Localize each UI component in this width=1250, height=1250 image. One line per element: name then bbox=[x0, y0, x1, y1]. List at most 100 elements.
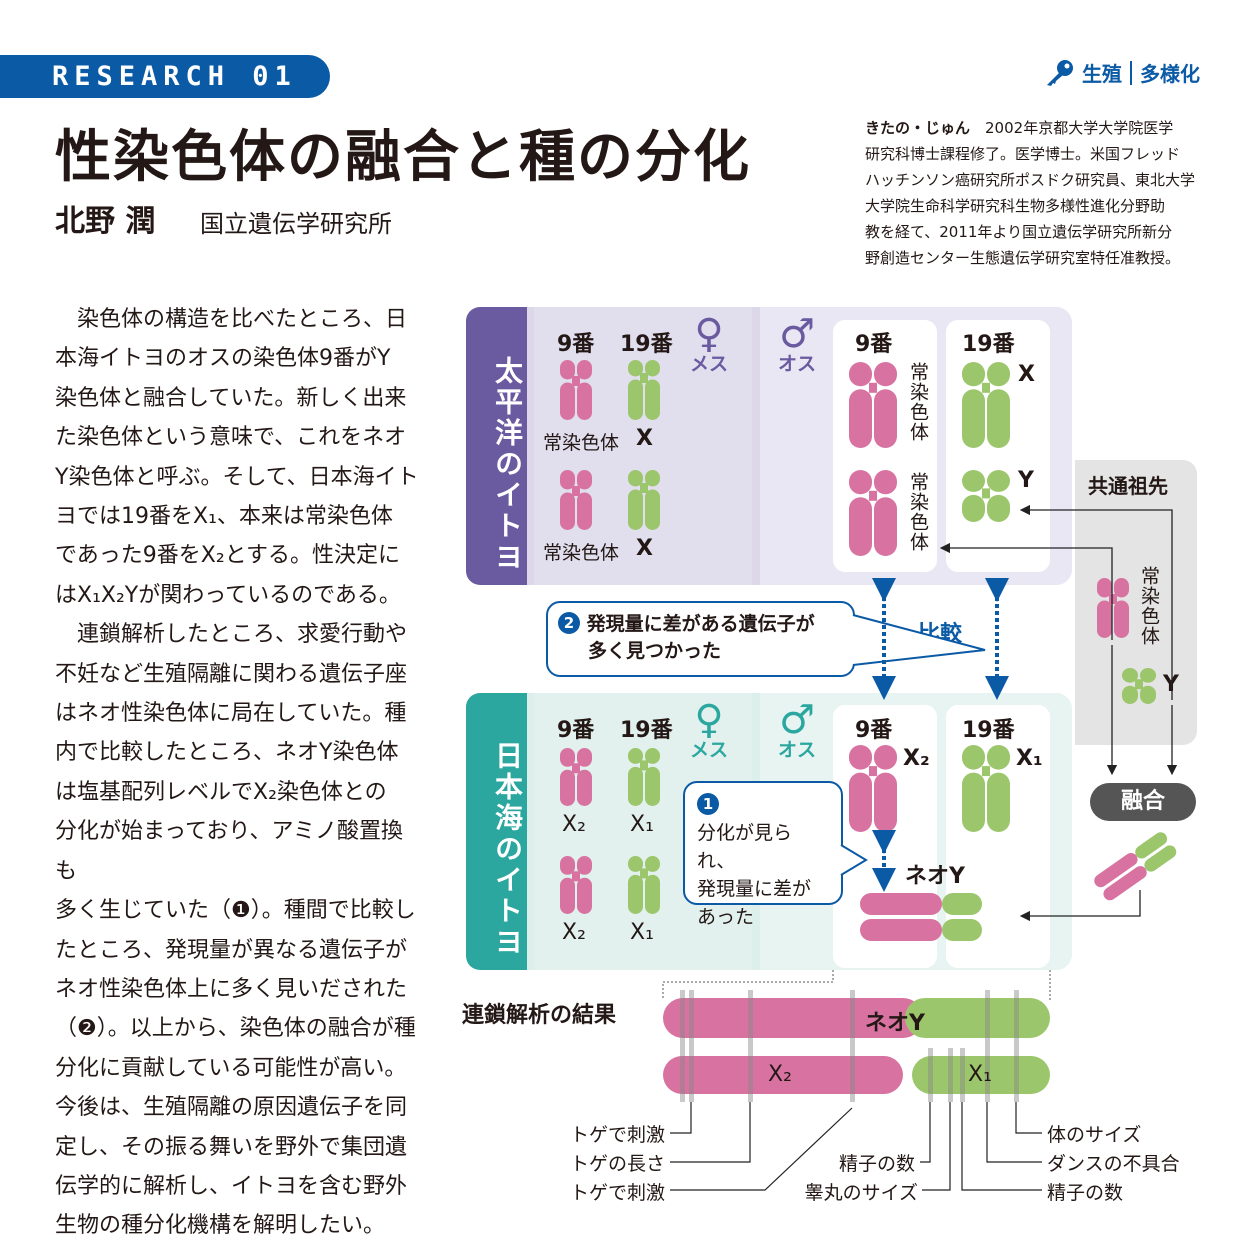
body-line: 染色体の構造を比べたところ、日 bbox=[55, 307, 408, 332]
body-line: た染色体という意味で、これをネオ bbox=[55, 425, 407, 451]
body-line: はネオ性染色体に局在していた。種 bbox=[55, 701, 407, 727]
female-marker: ♀メス bbox=[690, 311, 729, 375]
qtl-leader-lines bbox=[670, 1102, 1042, 1191]
label-chr9: 9番 bbox=[557, 718, 595, 743]
label-chr19: 19番 bbox=[962, 718, 1015, 743]
callout-line: 分化が見られ、 bbox=[697, 822, 793, 872]
author-name: 北野 潤 bbox=[55, 204, 156, 239]
bio-line: 野創造センター生態遺伝学研究室特任准教授。 bbox=[865, 249, 1181, 267]
callout-line: あった bbox=[697, 906, 755, 928]
linkage-neo-y-label: ネオY bbox=[865, 1011, 925, 1036]
body-line: はX₁X₂Yが関わっているのである。 bbox=[55, 582, 401, 608]
label-y: Y bbox=[1163, 672, 1179, 697]
label-autosome: 常染色体 bbox=[907, 472, 929, 552]
body-line: 生物の種分化機構を解明したい。 bbox=[55, 1213, 386, 1239]
body-line: 内で比較したところ、ネオY染色体 bbox=[55, 740, 399, 766]
label-x: X bbox=[636, 536, 653, 561]
body-line: 伝学的に解析し、イトヨを含む野外 bbox=[55, 1173, 408, 1199]
qtl-label: 精子の数 bbox=[1047, 1182, 1124, 1204]
chr9-x2-chromosome bbox=[560, 748, 592, 806]
bio-line: 大学院生命科学研究科生物多様性進化分野助 bbox=[865, 197, 1166, 215]
label-chr19: 19番 bbox=[620, 718, 673, 743]
fused-chromosome bbox=[1094, 832, 1177, 901]
label-chr19: 19番 bbox=[620, 332, 673, 357]
qtl-label: トゲの長さ bbox=[569, 1153, 665, 1175]
female-icon: ♀ bbox=[694, 311, 724, 357]
ancestor-arrow-y bbox=[1019, 504, 1173, 700]
body-line: Y染色体と呼ぶ。そして、日本海イト bbox=[55, 464, 419, 490]
body-line: ネオ性染色体上に多く見いだされた bbox=[55, 976, 408, 1002]
body-line: 多く生じていた（❶）。種間で比較し bbox=[55, 898, 416, 924]
label-chr9: 9番 bbox=[855, 332, 893, 357]
label-chr19: 19番 bbox=[962, 332, 1015, 357]
tag-diversification[interactable]: 多様化 bbox=[1140, 62, 1200, 86]
label-x2: X₂ bbox=[562, 812, 586, 837]
linkage-bar-x1 bbox=[912, 1056, 1050, 1094]
linkage-x2-label: X₂ bbox=[768, 1062, 792, 1087]
chr9-x2-chromosome bbox=[560, 856, 592, 914]
author-affiliation: 国立遺伝学研究所 bbox=[200, 210, 392, 238]
callout-differentiation: 1 分化が見られ、発現量に差があった bbox=[683, 781, 843, 928]
chr19-y-chromosome bbox=[962, 470, 1010, 522]
body-line: 本海イトヨのオスの染色体9番がY bbox=[55, 346, 391, 372]
linkage-bar-neo-y-green bbox=[905, 998, 1050, 1038]
male-marker: ♂オス bbox=[778, 700, 817, 761]
label-x1: X₁ bbox=[1016, 746, 1043, 771]
male-label: オス bbox=[778, 739, 817, 761]
female-label: メス bbox=[690, 739, 729, 761]
chr19-x1-chromosome bbox=[628, 748, 660, 806]
linkage-title: 連鎖解析の結果 bbox=[462, 1003, 617, 1028]
chr19-x1-chromosome bbox=[962, 745, 1010, 832]
callout-number: 1 bbox=[697, 793, 719, 815]
qtl-label: 精子の数 bbox=[838, 1153, 915, 1175]
japan-sea-label: 日本海のイトヨ bbox=[466, 693, 527, 970]
callout-line: 発現量に差が bbox=[697, 878, 812, 900]
label-x: X bbox=[1018, 362, 1035, 387]
pacific-label: 太平洋のイトヨ bbox=[466, 307, 527, 585]
bio-line: ハッチンソン癌研究所ポスドク研究員、東北大学 bbox=[865, 171, 1196, 189]
bio-name: きたの・じゅん bbox=[865, 119, 971, 137]
body-line: ヨでは19番をX₁、本来は常染色体 bbox=[55, 504, 393, 530]
ancestor-y-chromosome bbox=[1122, 668, 1156, 704]
label-neo-y: ネオY bbox=[905, 864, 965, 889]
ancestor-chr9-chromosome bbox=[1097, 578, 1129, 638]
chr9-autosome-chromosome bbox=[560, 470, 592, 530]
callout-tail bbox=[852, 614, 986, 666]
chr9-x2-chromosome bbox=[849, 745, 897, 832]
body-line: であった9番をX₂とする。性決定に bbox=[55, 543, 401, 569]
label-chr9: 9番 bbox=[557, 332, 595, 357]
female-icon: ♀ bbox=[694, 697, 724, 743]
body-line: 不妊など生殖隔離に関わる遺伝子座 bbox=[55, 661, 408, 687]
bio-line: 教を経て、2011年より国立遺伝学研究所新分 bbox=[865, 223, 1173, 241]
qtl-label: ダンスの不具合 bbox=[1047, 1153, 1180, 1175]
callout-number: 2 bbox=[558, 612, 580, 634]
label-x2: X₂ bbox=[903, 746, 930, 771]
male-marker: ♂オス bbox=[778, 311, 817, 375]
chr19-x-chromosome bbox=[628, 360, 660, 420]
female-label: メス bbox=[690, 353, 729, 375]
page-title: 性染色体の融合と種の分化 bbox=[55, 125, 751, 190]
body-line: 今後は、生殖隔離の原因遺伝子を同 bbox=[55, 1095, 408, 1121]
series-label: RESEARCH 01 bbox=[0, 55, 330, 98]
body-line: は塩基配列レベルでX₂染色体との bbox=[55, 779, 387, 805]
body-line: 分化に貢献している可能性が高い。 bbox=[55, 1055, 407, 1081]
male-label: オス bbox=[778, 353, 817, 375]
chr19-x1-chromosome bbox=[628, 856, 660, 914]
callout-expression: 2 発現量に差がある遺伝子が多く見つかった bbox=[546, 601, 855, 677]
neo-y-chromosome bbox=[860, 893, 982, 941]
label-chr9: 9番 bbox=[855, 718, 893, 743]
body-line: 連鎖解析したところ、求愛行動や bbox=[55, 622, 408, 648]
callout-tail-mask bbox=[848, 618, 856, 663]
linkage-link-line bbox=[662, 970, 834, 1000]
bio-line: 研究科博士課程修了。医学博士。米国フレッド bbox=[865, 145, 1181, 163]
qtl-stripes bbox=[680, 990, 1019, 1102]
ancestor-arrow-autosome bbox=[939, 542, 1113, 640]
female-marker: ♀メス bbox=[690, 697, 729, 761]
callout-line: 多く見つかった bbox=[588, 640, 722, 662]
callout-tail bbox=[840, 844, 868, 876]
tag-reproduction[interactable]: 生殖 bbox=[1082, 62, 1122, 86]
body-line: 定し、その振る舞いを野外で集団遺 bbox=[55, 1134, 408, 1160]
male-icon: ♂ bbox=[779, 311, 815, 357]
